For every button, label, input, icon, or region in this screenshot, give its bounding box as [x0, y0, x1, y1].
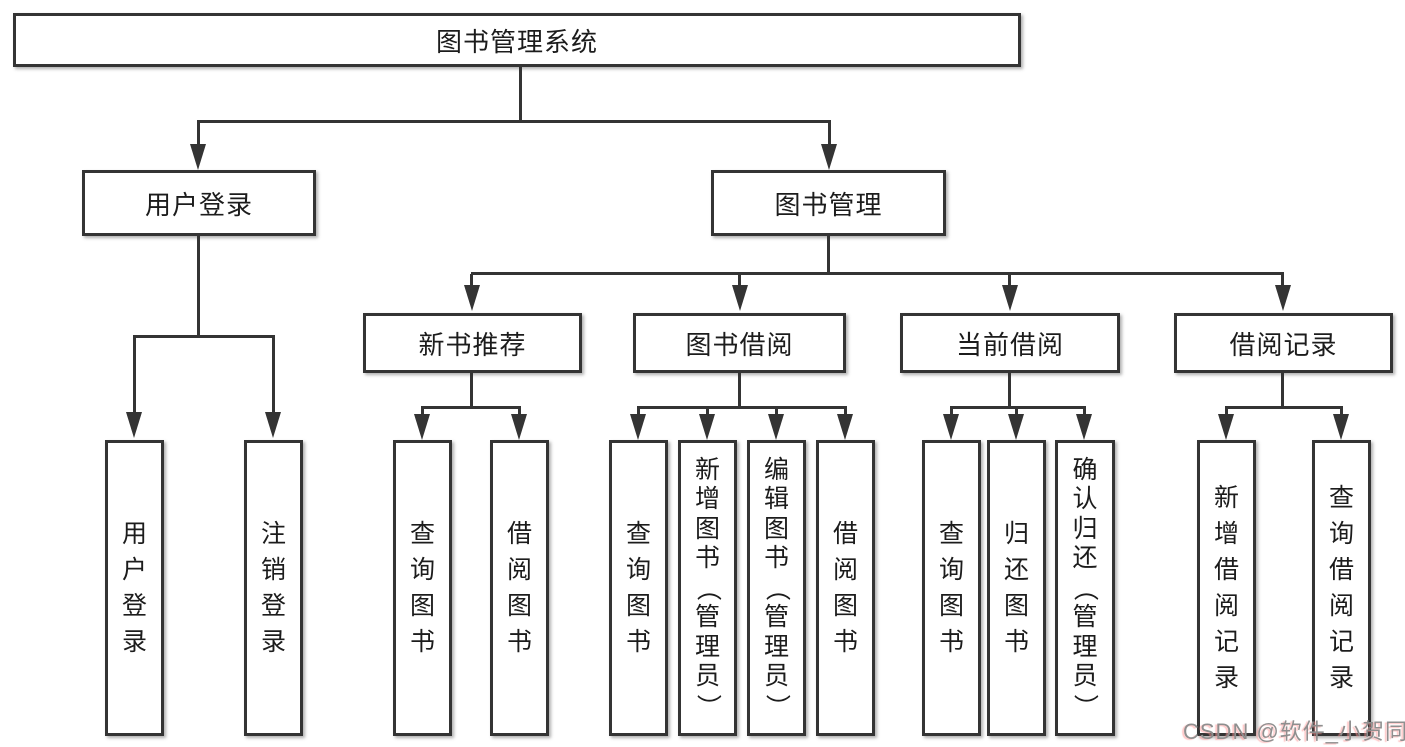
- connector-line: [827, 236, 830, 274]
- leaf-logout-login-label: 注销登录: [260, 519, 286, 656]
- leaf-query-borrow-record-label: 查询借阅记录: [1328, 483, 1354, 692]
- leaf-query-borrow-record: 查询借阅记录: [1312, 440, 1371, 736]
- connector-line: [421, 408, 424, 416]
- connector-line: [706, 408, 709, 416]
- arrow-down-icon: [732, 285, 748, 311]
- connector-line: [844, 408, 847, 416]
- connector-line: [421, 406, 521, 409]
- arrow-down-icon: [190, 144, 206, 170]
- arrow-down-icon: [1218, 414, 1234, 440]
- leaf-recommend-query-books: 查询图书: [393, 440, 452, 736]
- arrow-down-icon: [464, 285, 480, 311]
- csdn-watermark: CSDN @软件_小贺同学: [1183, 719, 1405, 744]
- arrow-down-icon: [265, 412, 281, 438]
- connector-line: [133, 335, 275, 338]
- connector-line: [1340, 408, 1343, 416]
- arrow-down-icon: [511, 414, 527, 440]
- arrow-down-icon: [699, 414, 715, 440]
- connector-line: [775, 408, 778, 416]
- node-new-book-recommend-label: 新书推荐: [418, 329, 527, 360]
- leaf-borrow-query-books-label: 查询图书: [625, 519, 651, 656]
- connector-line: [637, 406, 847, 409]
- node-book-borrow: 图书借阅: [633, 313, 846, 373]
- node-new-book-recommend: 新书推荐: [363, 313, 582, 373]
- arrow-down-icon: [414, 414, 430, 440]
- connector-line: [518, 408, 521, 416]
- arrow-down-icon: [1333, 414, 1349, 440]
- arrow-down-icon: [1076, 414, 1092, 440]
- connector-line: [519, 67, 522, 121]
- node-book-borrow-label: 图书借阅: [685, 329, 794, 360]
- leaf-borrow-books: 借阅图书: [816, 440, 875, 736]
- node-user-login: 用户登录: [82, 170, 316, 236]
- node-book-management: 图书管理: [711, 170, 946, 236]
- leaf-borrow-books-label: 借阅图书: [832, 519, 858, 656]
- node-book-management-label: 图书管理: [774, 189, 883, 220]
- leaf-add-borrow-record-label: 新增借阅记录: [1213, 483, 1239, 692]
- leaf-add-book-admin: 新增图书（管理员）: [678, 440, 737, 736]
- node-current-borrow-label: 当前借阅: [955, 329, 1064, 360]
- leaf-borrow-query-books: 查询图书: [609, 440, 668, 736]
- leaf-confirm-return-admin: 确认归还（管理员）: [1055, 440, 1115, 736]
- connector-line: [1015, 408, 1018, 416]
- connector-line: [1281, 373, 1284, 408]
- connector-line: [1083, 408, 1086, 416]
- connector-line: [272, 337, 275, 414]
- node-current-borrow: 当前借阅: [900, 313, 1120, 373]
- leaf-add-book-admin-label: 新增图书（管理员）: [693, 455, 722, 719]
- connector-line: [1225, 406, 1343, 409]
- connector-line: [197, 120, 831, 123]
- node-borrow-records-label: 借阅记录: [1229, 329, 1338, 360]
- arrow-down-icon: [126, 412, 142, 438]
- arrow-down-icon: [1275, 285, 1291, 311]
- arrow-down-icon: [1008, 414, 1024, 440]
- connector-line: [470, 373, 473, 408]
- connector-line: [1008, 373, 1011, 408]
- connector-line: [471, 272, 1284, 275]
- connector-line: [1281, 274, 1284, 288]
- leaf-user-login-label: 用户登录: [121, 519, 147, 656]
- leaf-edit-book-admin-label: 编辑图书（管理员）: [762, 455, 791, 719]
- leaf-recommend-borrow-books: 借阅图书: [490, 440, 549, 736]
- arrow-down-icon: [943, 414, 959, 440]
- leaf-edit-book-admin: 编辑图书（管理员）: [747, 440, 806, 736]
- leaf-user-login: 用户登录: [105, 440, 164, 736]
- connector-line: [950, 408, 953, 416]
- connector-line: [197, 236, 200, 337]
- connector-line: [738, 274, 741, 288]
- connector-line: [950, 406, 1086, 409]
- leaf-return-books: 归还图书: [987, 440, 1046, 736]
- connector-line: [133, 337, 136, 414]
- node-user-login-label: 用户登录: [144, 189, 253, 220]
- leaf-confirm-return-admin-label: 确认归还（管理员）: [1071, 455, 1100, 719]
- arrow-down-icon: [768, 414, 784, 440]
- connector-line: [637, 408, 640, 416]
- leaf-recommend-query-books-label: 查询图书: [409, 519, 435, 656]
- leaf-recommend-borrow-books-label: 借阅图书: [506, 519, 532, 656]
- arrow-down-icon: [821, 144, 837, 170]
- leaf-add-borrow-record: 新增借阅记录: [1197, 440, 1256, 736]
- root-node-label: 图书管理系统: [435, 26, 598, 57]
- arrow-down-icon: [837, 414, 853, 440]
- leaf-return-books-label: 归还图书: [1003, 519, 1029, 656]
- root-node-box: 图书管理系统: [13, 13, 1021, 67]
- connector-line: [197, 122, 200, 146]
- connector-line: [1225, 408, 1228, 416]
- leaf-current-query-books-label: 查询图书: [938, 519, 964, 656]
- connector-line: [470, 274, 473, 288]
- arrow-down-icon: [630, 414, 646, 440]
- connector-line: [738, 373, 741, 408]
- leaf-logout-login: 注销登录: [244, 440, 303, 736]
- leaf-current-query-books: 查询图书: [922, 440, 981, 736]
- connector-line: [828, 122, 831, 146]
- node-borrow-records: 借阅记录: [1174, 313, 1393, 373]
- connector-line: [1008, 274, 1011, 288]
- arrow-down-icon: [1002, 285, 1018, 311]
